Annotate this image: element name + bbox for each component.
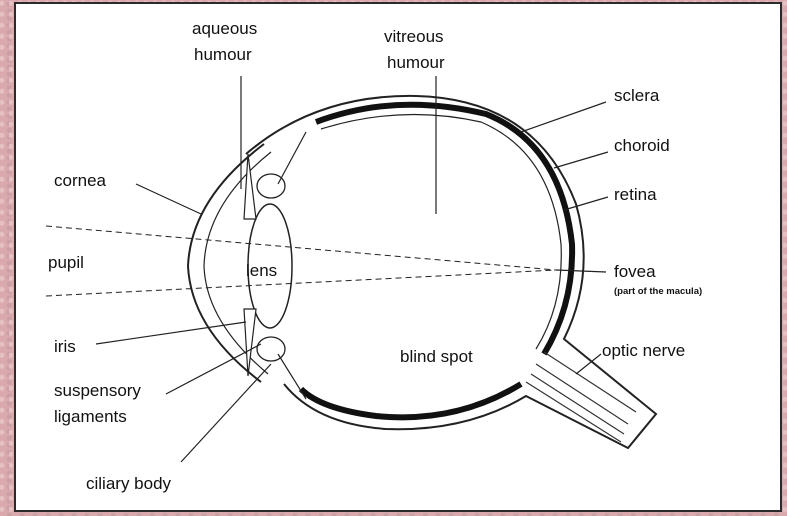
label-cornea: cornea bbox=[54, 171, 107, 190]
iris-lower bbox=[244, 309, 256, 376]
leader-sclera bbox=[521, 102, 606, 132]
label-suspensory-2: ligaments bbox=[54, 407, 127, 426]
label-blind-spot: blind spot bbox=[400, 347, 473, 366]
visual-axis-lower bbox=[46, 270, 556, 296]
label-suspensory-1: suspensory bbox=[54, 381, 141, 400]
retina-band bbox=[316, 105, 572, 354]
ligament-upper bbox=[278, 132, 306, 184]
leader-choroid bbox=[554, 152, 608, 168]
diagram-panel: aqueous humour vitreous humour sclera ch… bbox=[14, 2, 782, 512]
label-iris: iris bbox=[54, 337, 76, 356]
label-sclera: sclera bbox=[614, 86, 660, 105]
label-lens: lens bbox=[246, 261, 277, 280]
leader-optic-nerve bbox=[576, 354, 601, 374]
label-vitreous-1: vitreous bbox=[384, 27, 444, 46]
label-optic-nerve: optic nerve bbox=[602, 341, 685, 360]
leader-retina bbox=[564, 197, 608, 210]
optic-nerve-shape bbox=[526, 352, 636, 442]
leader-cornea bbox=[136, 184, 201, 214]
label-pupil: pupil bbox=[48, 253, 84, 272]
label-vitreous-2: humour bbox=[387, 53, 445, 72]
retina-band-lower bbox=[301, 384, 521, 417]
label-ciliary-body: ciliary body bbox=[86, 474, 172, 493]
iris-upper bbox=[244, 154, 256, 219]
eye-diagram: aqueous humour vitreous humour sclera ch… bbox=[16, 4, 784, 514]
label-choroid: choroid bbox=[614, 136, 670, 155]
label-fovea: fovea bbox=[614, 262, 656, 281]
choroid-line bbox=[321, 114, 561, 349]
leader-suspensory bbox=[166, 344, 261, 394]
visual-axis-upper bbox=[46, 226, 556, 270]
label-aqueous-1: aqueous bbox=[192, 19, 257, 38]
label-aqueous-2: humour bbox=[194, 45, 252, 64]
leader-iris bbox=[96, 322, 246, 344]
leader-fovea bbox=[556, 270, 606, 272]
label-retina: retina bbox=[614, 185, 657, 204]
label-fovea-note: (part of the macula) bbox=[614, 286, 702, 297]
